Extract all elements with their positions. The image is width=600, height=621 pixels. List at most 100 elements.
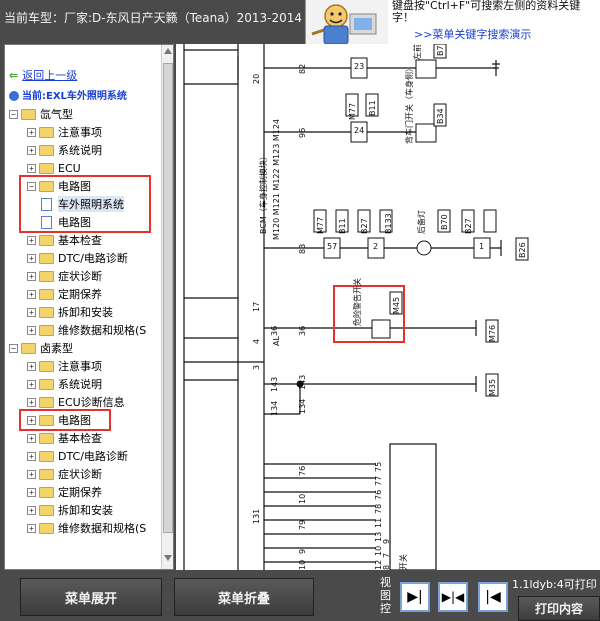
box-label: 1 (479, 242, 485, 251)
pin-number: 131 (252, 508, 261, 524)
expand-plus-icon[interactable]: + (27, 289, 36, 299)
folder-icon (39, 324, 54, 336)
tree-item[interactable]: + 定期保养 (27, 285, 102, 303)
tree-item-label: 注意事项 (58, 360, 102, 373)
expand-plus-icon[interactable]: + (27, 505, 36, 515)
bottom-switch-label: 开关 (399, 554, 408, 570)
folder-icon (39, 288, 54, 300)
scroll-up-arrow-icon[interactable] (164, 48, 172, 54)
collapse-minus-icon[interactable]: − (9, 343, 18, 353)
tree-item[interactable]: +电路图 (27, 411, 91, 429)
current-location: 当前:EXL车外照明系统 (9, 87, 127, 102)
expand-plus-icon[interactable]: + (27, 127, 36, 137)
collapse-minus-icon[interactable]: − (27, 181, 36, 191)
view-right-panel-button[interactable]: ▶| (400, 582, 430, 612)
connector-label: M77 (316, 216, 325, 234)
tree-item[interactable]: −电路图 (27, 177, 91, 195)
tree-item-label: 注意事项 (58, 126, 102, 139)
tree-item[interactable]: +DTC/电路诊断 (27, 447, 128, 465)
folder-icon (39, 360, 54, 372)
tree-item-label: 定期保养 (58, 486, 102, 499)
back-link[interactable]: ⇐返回上一级 (9, 69, 78, 82)
pin-number: 76 (374, 489, 383, 500)
tree-item[interactable]: 车外照明系统 (41, 195, 124, 213)
menu-collapse-button[interactable]: 菜单折叠 (174, 578, 314, 616)
collapse-minus-icon[interactable]: − (9, 109, 18, 119)
tree-item[interactable]: +症状诊断 (27, 465, 102, 483)
document-icon (41, 197, 52, 211)
search-demo-link[interactable]: >>菜单关键字搜索演示 (414, 28, 532, 41)
tree-item[interactable]: + 维修数据和规格(S (27, 519, 146, 537)
tree-item[interactable]: 电路图 (41, 213, 91, 231)
tree-item[interactable]: +症状诊断 (27, 267, 102, 285)
tree-item[interactable]: +DTC/电路诊断 (27, 249, 128, 267)
tree-item-label: 基本检查 (58, 432, 102, 445)
tree-item[interactable]: +拆卸和安装 (27, 303, 113, 321)
connector-label: B11 (368, 100, 377, 116)
expand-plus-icon[interactable]: + (27, 523, 36, 533)
box-label: 24 (354, 126, 365, 135)
tree-item[interactable]: + 定期保养 (27, 483, 102, 501)
pin-number: 78 (374, 503, 383, 514)
pin-number: 9 (298, 548, 307, 554)
expand-plus-icon[interactable]: + (27, 145, 36, 155)
highlight-box-circuit-halogen (19, 409, 111, 431)
connector-label: B133 (384, 213, 393, 234)
expand-plus-icon[interactable]: + (27, 253, 36, 263)
tree-item[interactable]: −氙气型 (9, 105, 73, 123)
folder-icon (39, 504, 54, 516)
tree-item[interactable]: +ECU诊断信息 (27, 393, 125, 411)
expand-plus-icon[interactable]: + (27, 235, 36, 245)
expand-plus-icon[interactable]: + (27, 451, 36, 461)
expand-plus-icon[interactable]: + (27, 163, 36, 173)
tree-item-label: 维修数据和规格(S (58, 522, 147, 535)
tree-item[interactable]: +ECU (27, 159, 81, 177)
pin-number: 82 (298, 63, 307, 74)
tree-item[interactable]: +维修数据和规格(S (27, 321, 146, 339)
tree-item-label: 基本检查 (58, 234, 102, 247)
connector-label: B27 (360, 218, 369, 234)
pin-number: 77 (374, 475, 383, 486)
expand-plus-icon[interactable]: + (27, 469, 36, 479)
tree-item-label: 车外照明系统 (58, 196, 124, 212)
expand-plus-icon[interactable]: + (27, 271, 36, 281)
tree-item[interactable]: + 基本检查 (27, 231, 102, 249)
expand-plus-icon[interactable]: + (27, 361, 36, 371)
expand-plus-icon[interactable]: + (27, 307, 36, 317)
view-split-button[interactable]: ▶|◀ (438, 582, 468, 612)
menu-expand-button[interactable]: 菜单展开 (20, 578, 162, 616)
scroll-thumb[interactable] (163, 63, 173, 533)
pin-number: 75 (374, 461, 383, 472)
print-button[interactable]: 打印内容 (518, 596, 600, 621)
tree-item[interactable]: −卤素型 (9, 339, 73, 357)
expand-plus-icon[interactable]: + (27, 379, 36, 389)
tree-item[interactable]: + 注意事项 (27, 357, 102, 375)
expand-plus-icon[interactable]: + (27, 415, 36, 425)
view-left-panel-button[interactable]: |◀ (478, 582, 508, 612)
pin-number: 8 (382, 564, 391, 570)
tree-item-label: 系统说明 (58, 378, 102, 391)
folder-icon (39, 252, 54, 264)
folder-icon (39, 126, 54, 138)
expand-plus-icon[interactable]: + (27, 397, 36, 407)
tree-item[interactable]: + 系统说明 (27, 141, 102, 159)
tree-item[interactable]: + 系统说明 (27, 375, 102, 393)
tree-item-label: 系统说明 (58, 144, 102, 157)
scroll-down-arrow-icon[interactable] (164, 555, 172, 561)
tree-item-label: 电路图 (58, 216, 91, 229)
tree-item[interactable]: + 注意事项 (27, 123, 102, 141)
expand-plus-icon[interactable]: + (27, 325, 36, 335)
expand-plus-icon[interactable]: + (27, 433, 36, 443)
folder-icon (21, 342, 36, 354)
search-tip-box: 键盘按"Ctrl+F"可搜索左侧的资料关键 字！ >>菜单关键字搜索演示 (305, 0, 600, 44)
trunk-lamp-connector: B70 (440, 214, 449, 230)
expand-plus-icon[interactable]: + (27, 487, 36, 497)
left-door-connector: B7 (436, 45, 445, 56)
back-arrow-icon: ⇐ (9, 69, 19, 82)
tree-scrollbar[interactable] (161, 45, 173, 569)
tree-item[interactable]: + 基本检查 (27, 429, 102, 447)
pin-number: 96 (298, 127, 307, 138)
tree-item[interactable]: +拆卸和安装 (27, 501, 113, 519)
tree-item-label: 定期保养 (58, 288, 102, 301)
